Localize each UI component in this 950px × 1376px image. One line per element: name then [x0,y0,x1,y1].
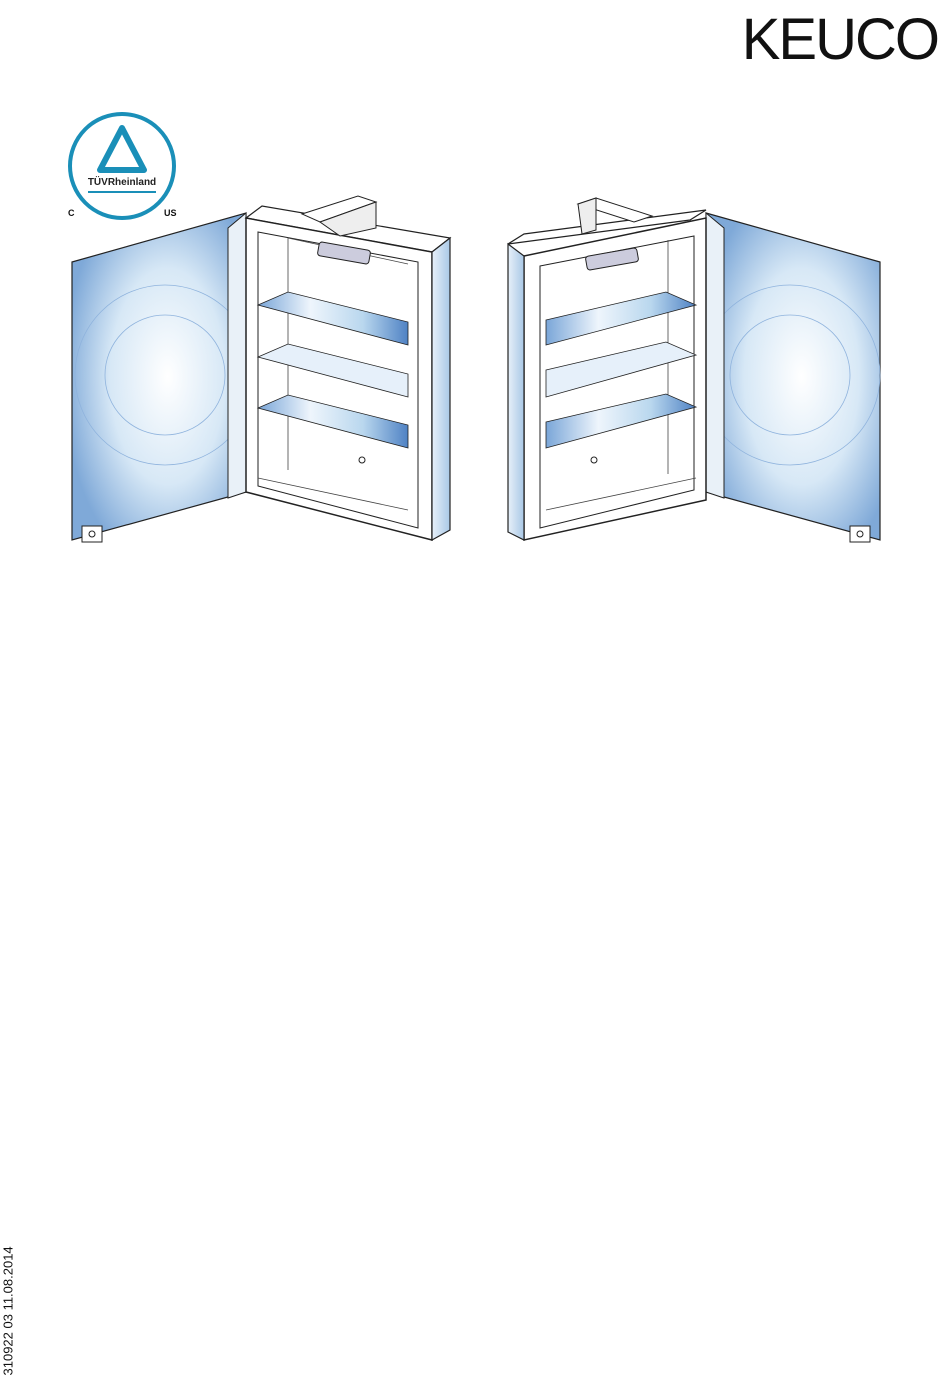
right-door-mirror [706,213,880,540]
cabinet-illustrations [0,0,950,600]
left-cabinet-drawing [72,196,450,542]
left-door-hinge-plate [82,526,102,542]
right-cabinet-drawing [508,198,880,542]
left-door-mirror [72,213,246,540]
right-door-hinge-plate [850,526,870,542]
document-code: 310922 03 11.08.2014 [1,1176,16,1376]
